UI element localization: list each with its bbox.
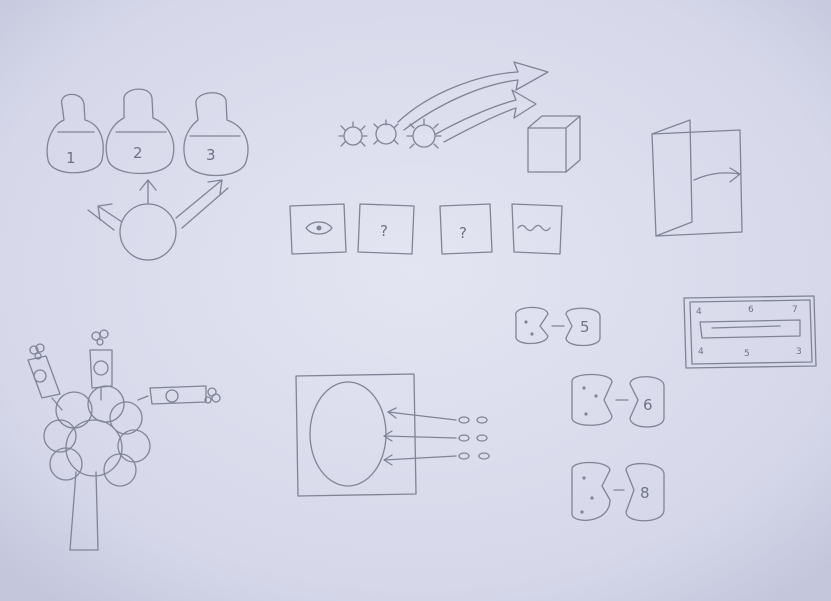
card-question-2-mark: ? — [459, 224, 467, 242]
slot-label-4: 4 — [698, 347, 704, 357]
puzzle-number-1: 5 — [580, 318, 590, 336]
puzzle-number-3: 8 — [640, 484, 650, 502]
slot-label-5: 5 — [744, 349, 750, 359]
card-question-1-mark: ? — [380, 222, 388, 240]
slot-label-6: 3 — [796, 347, 802, 357]
slot-label-2: 6 — [748, 305, 754, 315]
bulb-3-number: 3 — [206, 146, 216, 164]
bulb-2-number: 2 — [133, 144, 143, 162]
slot-label-1: 4 — [696, 307, 702, 317]
puzzle-number-2: 6 — [643, 396, 653, 414]
bulb-1-number: 1 — [66, 149, 76, 167]
slot-label-3: 7 — [792, 305, 798, 315]
